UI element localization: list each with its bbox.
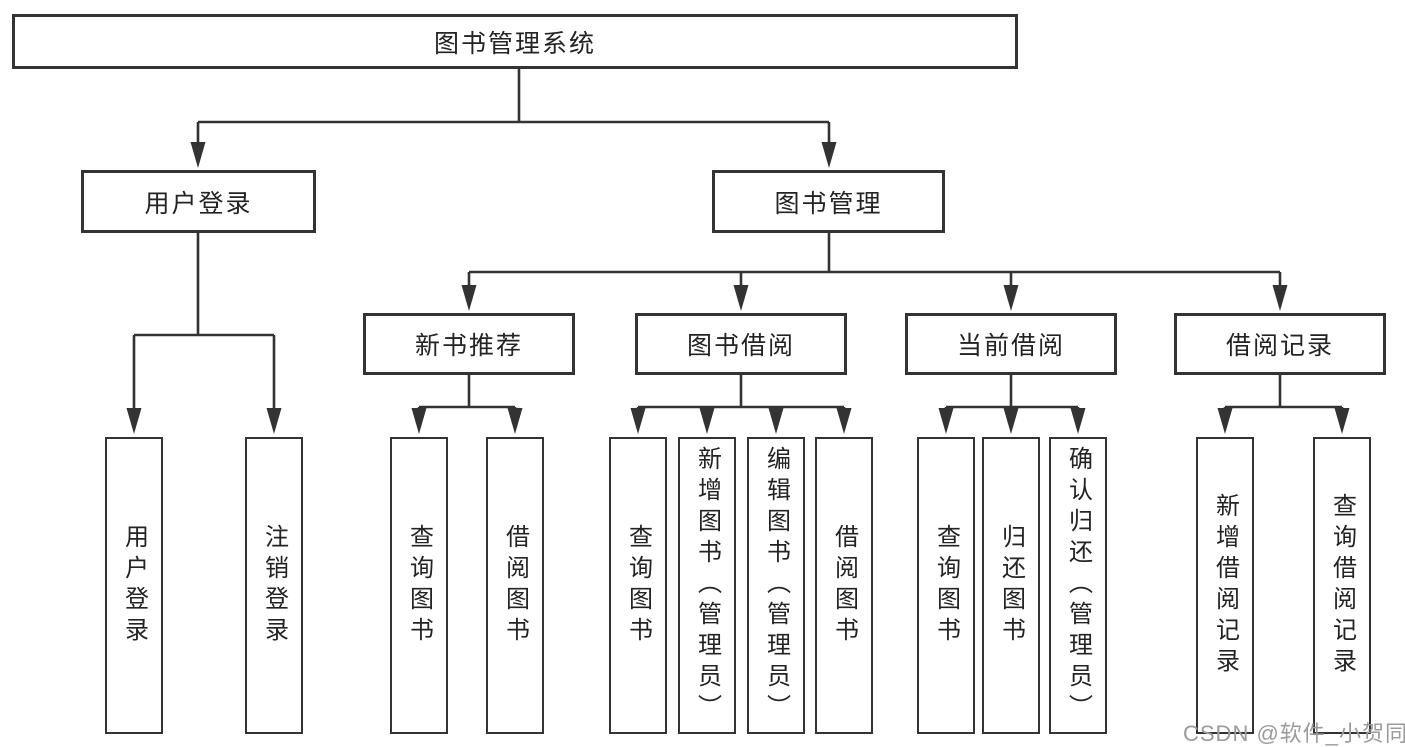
arrow-down-icon (1003, 285, 1019, 311)
node-book-borrow: 图书借阅 (635, 313, 847, 375)
leaf-newrec-query-books: 查询图书 (390, 437, 448, 734)
arrow-down-icon (821, 142, 837, 168)
node-book-management: 图书管理 (712, 170, 945, 233)
wire-book-mgmt-split (467, 233, 1282, 292)
leaf-borrow-edit-books-admin: 编辑图书（管理员） (747, 437, 805, 734)
arrow-down-icon (1003, 408, 1019, 434)
arrow-down-icon (733, 285, 749, 311)
wire-new-book-split (417, 375, 517, 414)
arrow-down-icon (1272, 285, 1288, 311)
leaf-current-query-books: 查询图书 (917, 437, 975, 734)
node-root: 图书管理系统 (12, 14, 1018, 69)
watermark-text: CSDN @软件_小贺同学 (1183, 721, 1405, 746)
arrowheads (126, 142, 1350, 434)
arrow-down-icon (190, 142, 206, 168)
leaf-user-login: 用户登录 (105, 437, 163, 734)
wire-borrow-records-split (1223, 375, 1344, 414)
leaf-logout: 注销登录 (245, 437, 303, 734)
leaf-borrow-query-books: 查询图书 (609, 437, 667, 734)
node-user-login: 用户登录 (81, 170, 316, 233)
wire-root-to-level2 (196, 68, 831, 150)
leaf-borrow-borrow-books: 借阅图书 (815, 437, 873, 734)
wire-user-login-split (132, 233, 276, 416)
arrow-down-icon (836, 408, 852, 434)
arrow-down-icon (630, 408, 646, 434)
arrow-down-icon (507, 408, 523, 434)
arrow-down-icon (1334, 408, 1350, 434)
leaf-newrec-borrow-books: 借阅图书 (486, 437, 544, 734)
arrow-down-icon (411, 408, 427, 434)
arrow-down-icon (266, 408, 282, 434)
node-new-book-recommend: 新书推荐 (363, 313, 575, 375)
arrow-down-icon (938, 408, 954, 434)
arrow-down-icon (768, 408, 784, 434)
arrow-down-icon (1070, 408, 1086, 434)
leaf-records-add-record: 新增借阅记录 (1196, 437, 1254, 734)
arrow-down-icon (461, 285, 477, 311)
leaf-borrow-add-books-admin: 新增图书（管理员） (678, 437, 736, 734)
leaf-current-confirm-return-admin: 确认归还（管理员） (1049, 437, 1107, 734)
arrow-down-icon (1217, 408, 1233, 434)
leaf-records-query-record: 查询借阅记录 (1313, 437, 1371, 734)
arrow-down-icon (699, 408, 715, 434)
leaf-current-return-books: 归还图书 (982, 437, 1040, 734)
node-current-borrow: 当前借阅 (905, 313, 1117, 375)
node-borrow-records: 借阅记录 (1174, 313, 1386, 375)
wire-book-borrow-split (636, 375, 846, 414)
arrow-down-icon (126, 408, 142, 434)
